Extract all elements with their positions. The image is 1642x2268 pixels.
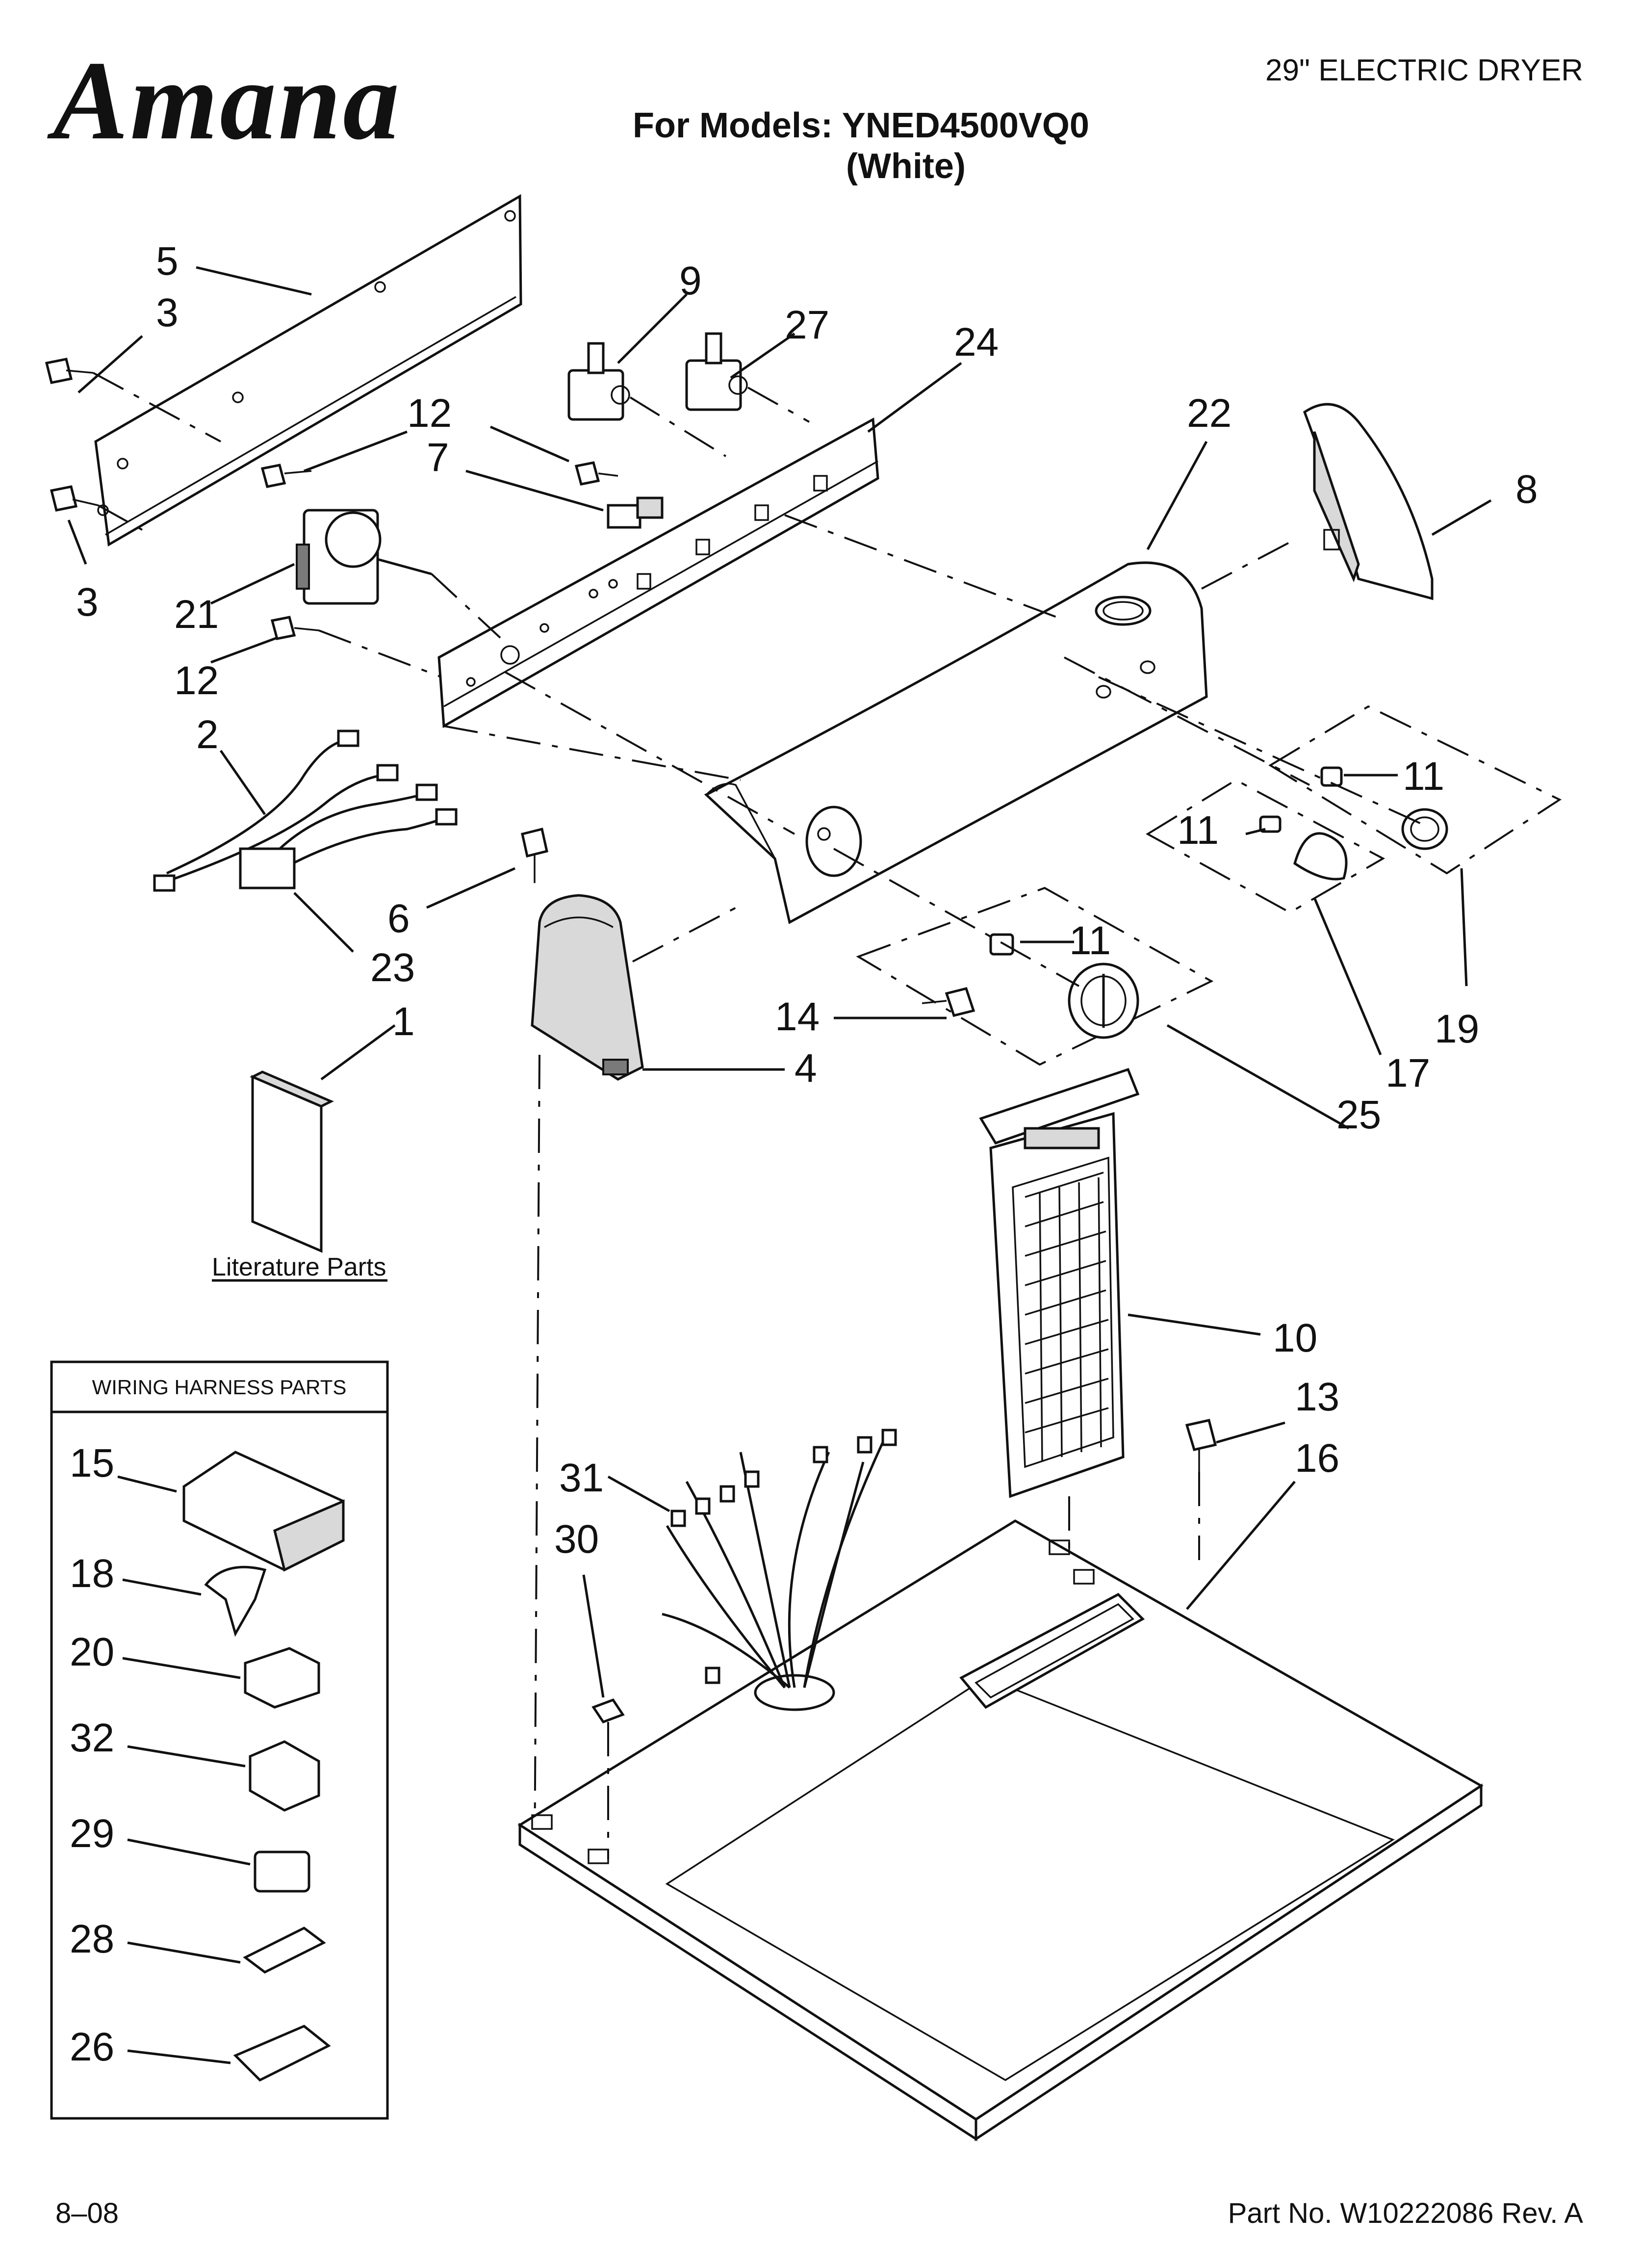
knob-group (856, 705, 1562, 1066)
callout-25: 25 (1336, 1093, 1381, 1137)
callout-labels: 5 3 3 12 7 21 12 2 23 6 1 4 9 27 24 22 8… (70, 239, 1538, 2069)
callout-12-top: 12 (407, 391, 452, 436)
part-number: Part No. W10222086 Rev. A (1228, 2197, 1583, 2229)
callout-23: 23 (370, 945, 415, 990)
models-line: For Models: YNED4500VQ0 (633, 106, 1089, 145)
literature-booklet (250, 1070, 334, 1253)
lint-screen (979, 1068, 1140, 1498)
harness-box-title: WIRING HARNESS PARTS (92, 1376, 347, 1399)
brand-logo: Amana (53, 38, 402, 163)
callout-18: 18 (70, 1551, 114, 1596)
switch-icon (567, 332, 748, 421)
callout-5: 5 (156, 239, 179, 284)
callout-8: 8 (1515, 467, 1538, 512)
harness-icon (153, 730, 458, 892)
callout-22: 22 (1187, 391, 1232, 436)
callout-30: 30 (554, 1517, 599, 1562)
callout-28: 28 (70, 1917, 114, 1961)
callout-7: 7 (427, 435, 449, 480)
callout-19: 19 (1435, 1007, 1479, 1051)
callout-21: 21 (174, 592, 219, 637)
leader-lines (67, 266, 1492, 2064)
callout-2: 2 (196, 712, 219, 757)
callout-32: 32 (70, 1716, 114, 1760)
control-bracket (437, 417, 879, 729)
rear-brace (94, 194, 522, 547)
screw-icon (260, 461, 618, 640)
screw-icon (1185, 1419, 1217, 1472)
wire-bundle (662, 1429, 897, 1689)
callout-12-bottom: 12 (174, 658, 219, 703)
callout-10: 10 (1273, 1316, 1317, 1360)
model-color: (White) (846, 147, 966, 186)
revision-date: 8–08 (55, 2197, 119, 2229)
callout-4: 4 (795, 1046, 817, 1091)
callout-11-lower: 11 (1069, 918, 1111, 963)
clip-icon (607, 496, 664, 529)
callout-15: 15 (70, 1441, 114, 1486)
callout-1: 1 (392, 999, 415, 1044)
dryer-top (517, 1519, 1484, 2141)
side-trim (531, 894, 644, 1081)
callout-9: 9 (679, 259, 702, 303)
callout-24: 24 (954, 320, 999, 365)
callout-16: 16 (1295, 1436, 1339, 1481)
callout-26: 26 (70, 2025, 114, 2069)
callout-13: 13 (1295, 1375, 1339, 1419)
callout-11-right: 11 (1403, 754, 1444, 799)
document-type: 29" ELECTRIC DRYER (1265, 53, 1583, 87)
callout-27: 27 (785, 303, 829, 347)
callout-3-top: 3 (156, 290, 179, 335)
timer-icon (296, 509, 432, 605)
callout-14: 14 (775, 994, 820, 1039)
callout-17: 17 (1385, 1051, 1430, 1095)
clip-icon (591, 1698, 625, 1724)
screw-icon (521, 827, 975, 1017)
callout-3-bottom: 3 (76, 580, 99, 625)
literature-parts-label: Literature Parts (212, 1253, 386, 1281)
callout-11-middle: 11 (1177, 808, 1219, 853)
callout-31: 31 (559, 1456, 604, 1500)
callout-20: 20 (70, 1630, 114, 1674)
callout-6: 6 (387, 896, 410, 941)
callout-29: 29 (70, 1811, 114, 1856)
screw-icon (45, 358, 99, 512)
wiring-harness-box: WIRING HARNESS PARTS (50, 1360, 389, 2120)
end-cap (1303, 403, 1434, 600)
console (704, 561, 1208, 924)
